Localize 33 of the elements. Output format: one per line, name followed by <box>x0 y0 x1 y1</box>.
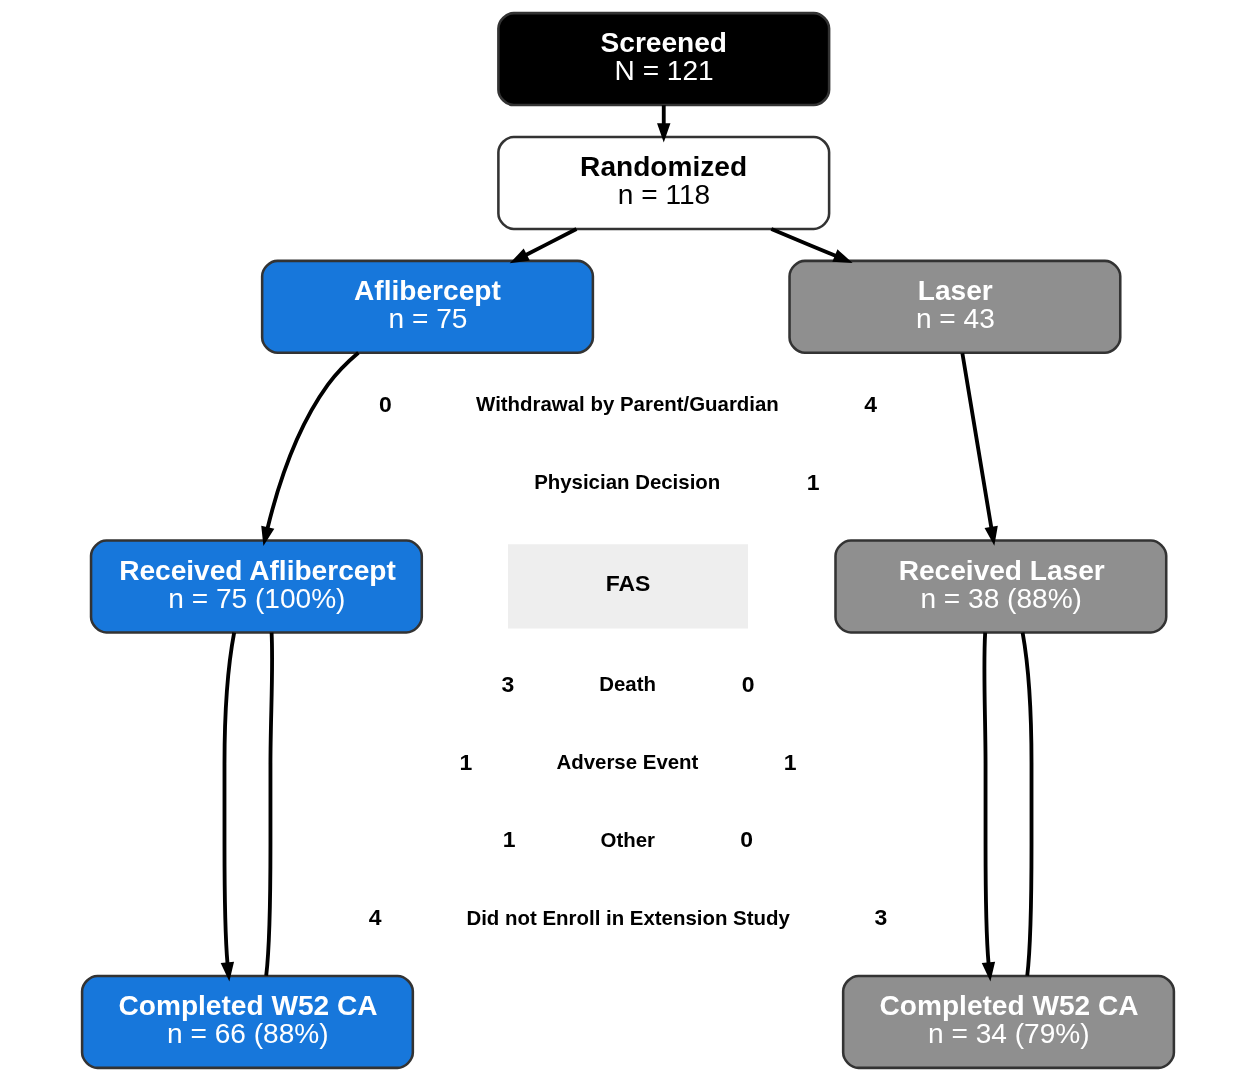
label: 1 <box>806 468 820 495</box>
label: Adverse Event <box>555 750 698 773</box>
label: 4 <box>368 904 382 931</box>
node-box: Completed W52 CA n = 34 (79%) <box>841 974 1175 1070</box>
label: 1 <box>783 748 797 775</box>
label: 0 <box>378 391 392 418</box>
node-box: Received Aflibercept n = 75 (100%) <box>89 539 423 634</box>
label: 1 <box>458 748 472 775</box>
label: 1 <box>502 826 516 853</box>
arrow <box>960 352 998 546</box>
connector <box>263 632 274 976</box>
arrow <box>770 227 853 263</box>
label: Withdrawal by Parent/Guardian <box>475 393 779 416</box>
node-box: Screened N = 121 <box>496 11 830 107</box>
arrow <box>220 632 236 982</box>
label: 0 <box>739 826 753 853</box>
arrow <box>656 105 670 143</box>
label: Death <box>598 672 656 695</box>
arrow <box>981 632 995 982</box>
node-box: Laser n = 43 <box>787 259 1122 355</box>
node-box: Completed W52 CA n = 66 (88%) <box>80 974 414 1070</box>
label: Did not Enroll in Extension Study <box>465 906 790 929</box>
label: 0 <box>741 670 754 697</box>
connector <box>1020 632 1033 976</box>
label: 3 <box>501 670 514 697</box>
label: 4 <box>863 391 877 418</box>
label: 3 <box>873 904 887 931</box>
node-box: Randomized n = 118 <box>496 135 830 231</box>
node-box: Received Laser n = 38 (88%) <box>833 539 1167 634</box>
arrow <box>260 351 360 546</box>
node-box: Aflibercept n = 75 <box>260 259 594 355</box>
label: Physician Decision <box>533 471 720 494</box>
label: Other <box>600 828 655 851</box>
